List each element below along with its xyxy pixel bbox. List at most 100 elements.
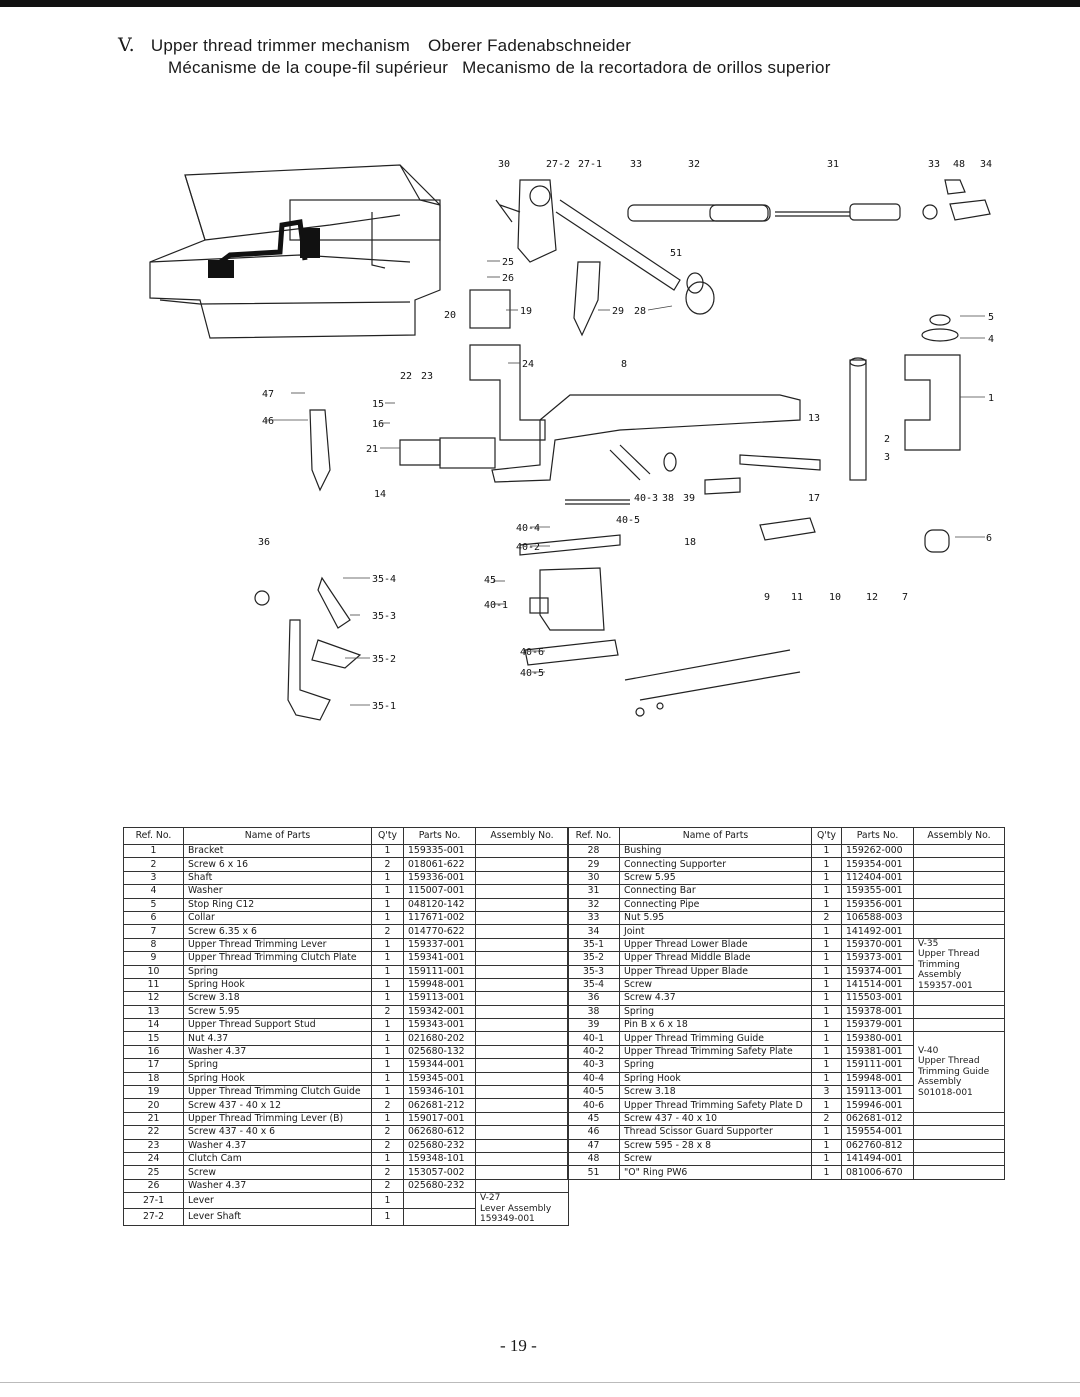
parts-no-cell: 159374-001 [841,964,914,979]
parts-table-left: Ref. No. Name of Parts Q'ty Parts No. As… [123,827,569,1226]
parts-no-cell: 159017-001 [403,1111,476,1127]
label-13: 13 [808,413,820,424]
ref-no-cell: 23 [123,1138,184,1153]
parts-no-cell: 048120-142 [403,897,476,912]
ref-no-cell: 26 [123,1178,184,1194]
assembly-no-cell [475,1004,569,1020]
label-27-1: 27-1 [578,159,602,170]
assembly-no-cell [475,991,569,1006]
parts-no-cell: 159378-001 [841,1004,914,1020]
label-10: 10 [829,592,841,603]
parts-no-cell: 141492-001 [841,924,914,939]
qty-cell: 2 [371,857,404,872]
label-24: 24 [522,359,534,370]
qty-cell: 1 [371,1151,404,1167]
qty-cell: 3 [811,1085,842,1100]
part-name-cell: Spring Hook [183,1071,372,1087]
parts-no-cell: 062760-812 [841,1138,914,1153]
ref-no-cell: 38 [567,1004,620,1020]
part-name-cell: Screw 3.18 [183,991,372,1006]
qty-cell: 1 [811,1044,842,1060]
parts-no-cell: 141494-001 [841,1151,914,1167]
parts-no-cell: 159113-001 [841,1085,914,1100]
part-name-cell: Screw [619,1151,812,1167]
part-name-cell: Screw 3.18 [619,1085,812,1100]
ref-no-cell: 31 [567,884,620,899]
ref-no-cell: 19 [123,1085,184,1100]
ref-no-cell: 20 [123,1098,184,1113]
label-47: 47 [262,389,274,400]
parts-no-cell: 159111-001 [841,1058,914,1073]
part-name-cell: Upper Thread Lower Blade [619,937,812,953]
part-name-cell: Screw 595 - 28 x 8 [619,1138,812,1153]
label-31: 31 [827,159,839,170]
ref-no-cell: 16 [123,1044,184,1060]
parts-no-cell: 159113-001 [403,991,476,1006]
part-name-cell: Collar [183,910,372,926]
assembly-no-cell [475,937,569,953]
parts-no-cell: 081006-670 [841,1165,914,1180]
assembly-no-cell [475,1151,569,1167]
qty-cell: 2 [371,1098,404,1113]
qty-cell: 1 [811,937,842,953]
label-9: 9 [764,592,770,603]
assembly-no-cell [913,1125,1005,1140]
ref-no-cell: 25 [123,1165,184,1180]
parts-no-cell: 159370-001 [841,937,914,953]
part-name-cell: Bushing [619,843,812,859]
part-name-cell: Thread Scissor Guard Supporter [619,1125,812,1140]
assembly-no-cell [475,951,569,966]
qty-cell: 2 [371,924,404,939]
part-name-cell: Spring [183,964,372,979]
label-20: 20 [444,310,456,321]
assembly-no-cell [913,884,1005,899]
ref-no-cell: 40-6 [567,1098,620,1113]
ref-no-cell: 4 [123,884,184,899]
sewing-machine-illustration [149,164,441,339]
ref-no-cell: 13 [123,1004,184,1020]
leader-lines [265,260,985,706]
ref-no-cell: 40-4 [567,1071,620,1087]
ref-no-cell: 24 [123,1151,184,1167]
part-name-cell: Screw 5.95 [619,870,812,886]
part-name-cell: Washer 4.37 [183,1178,372,1194]
label-4: 4 [988,334,994,345]
label-17: 17 [808,493,820,504]
title-spanish: Mecanismo de la recortadora de orillos s… [462,58,831,77]
title-english: Upper thread trimmer mechanism [150,36,411,55]
parts-no-cell: 159946-001 [841,1098,914,1113]
header-name: Name of Parts [183,827,372,845]
qty-cell: 1 [371,843,404,859]
assembly-no-cell [475,1071,569,1087]
part-name-cell: Connecting Pipe [619,897,812,912]
header-parts-no: Parts No. [403,827,476,845]
parts-no-cell: 159380-001 [841,1031,914,1046]
parts-no-cell [403,1192,476,1210]
part-name-cell: Joint [619,924,812,939]
parts-no-cell: 159342-001 [403,1004,476,1020]
part-name-cell: Spring [619,1004,812,1020]
qty-cell: 1 [371,870,404,886]
assembly-no-cell [913,924,1005,939]
assembly-no-cell [475,910,569,926]
qty-cell: 1 [811,857,842,872]
